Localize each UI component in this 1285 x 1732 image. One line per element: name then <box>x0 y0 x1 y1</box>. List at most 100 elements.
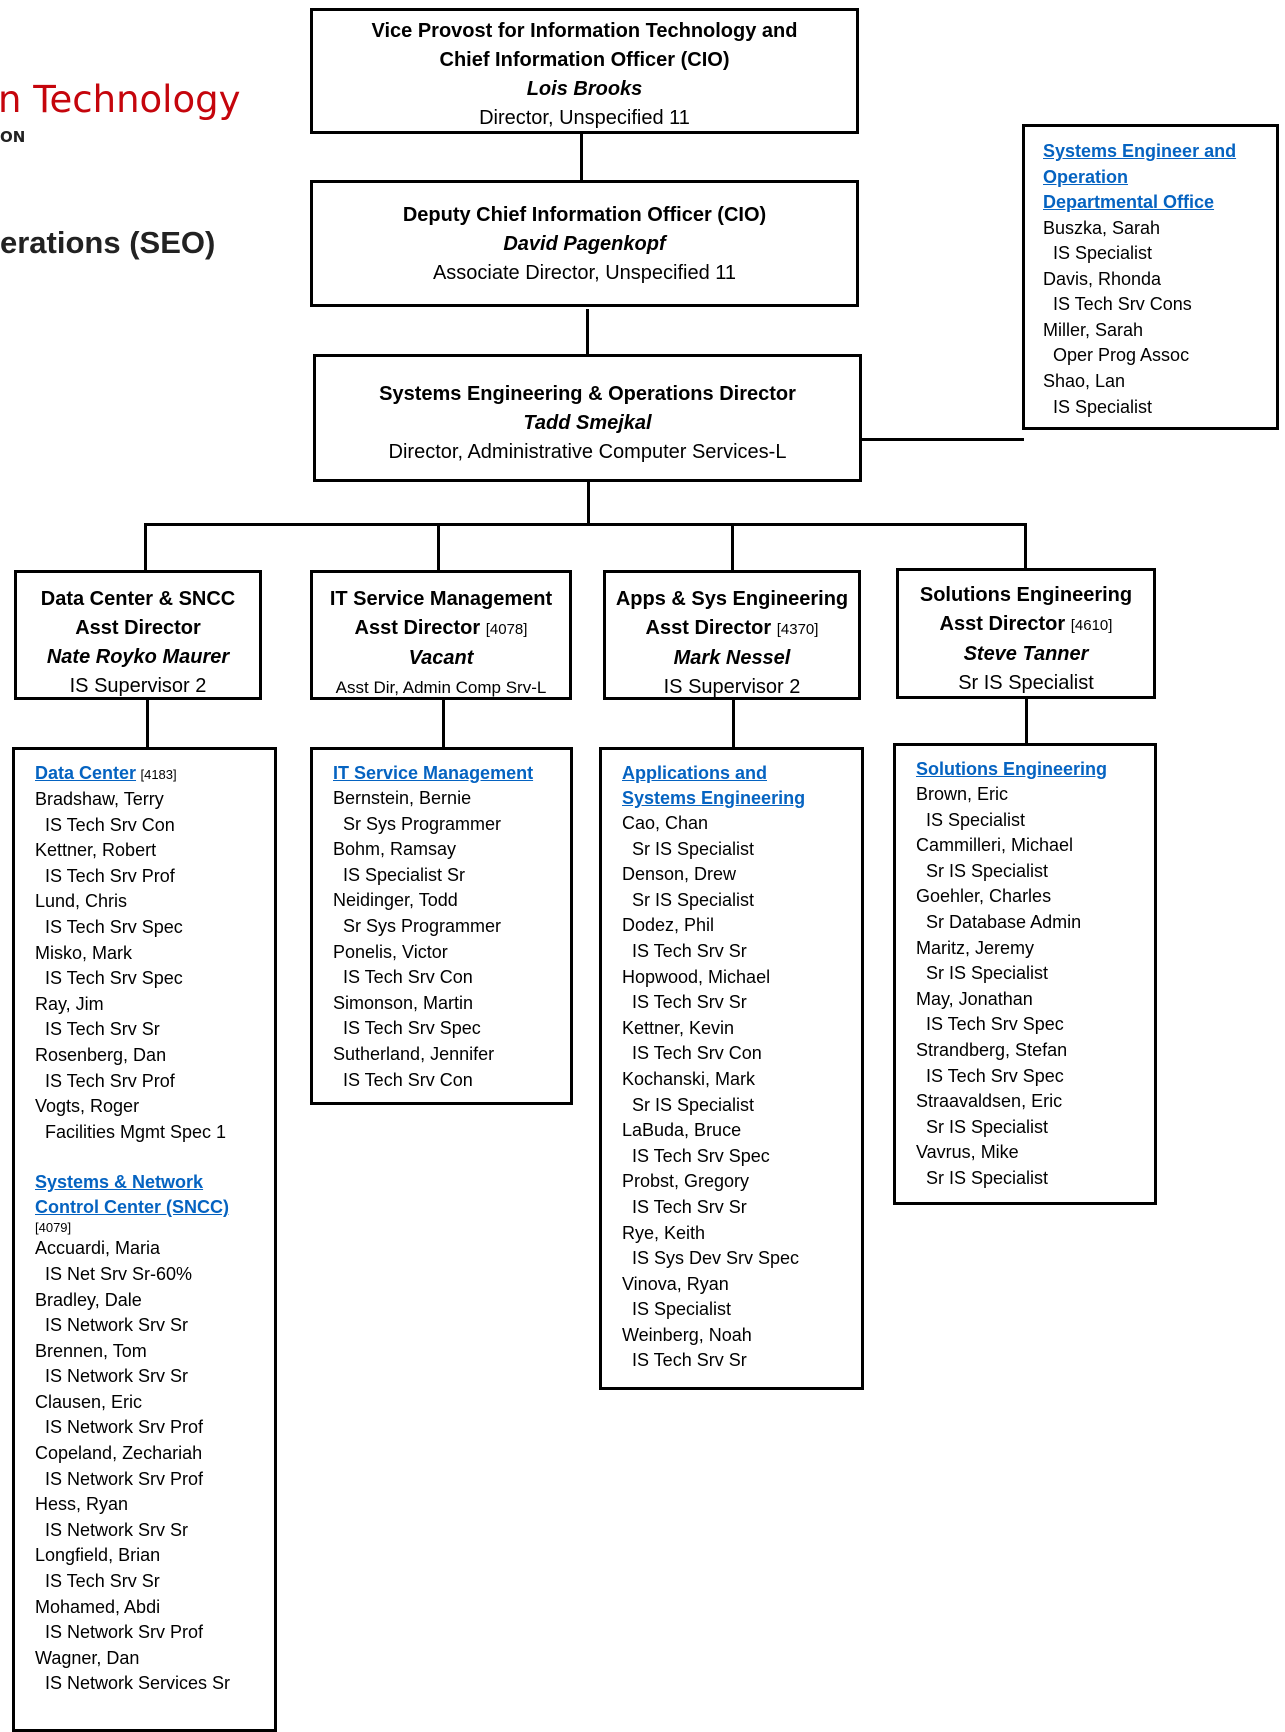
team-subheader-line[interactable]: Systems & Network <box>35 1172 204 1193</box>
person-name: Wagner, Dan <box>35 1647 140 1668</box>
person-name: Cammilleri, Michael <box>916 835 1074 856</box>
manager-role: IS Supervisor 2 <box>69 675 207 697</box>
connector-line <box>1025 697 1028 744</box>
dept-office-header-line[interactable]: Departmental Office <box>1043 192 1215 212</box>
person-role: Sr IS Specialist <box>632 889 755 910</box>
person-name: Bradley, Dale <box>35 1289 142 1310</box>
team-header-link[interactable]: Data Center <box>35 763 137 783</box>
person-role: IS Tech Srv Sr <box>632 940 747 961</box>
connector-line <box>587 480 590 525</box>
team-header-link[interactable]: IT Service Management <box>333 763 534 783</box>
team-subheader-line[interactable]: Control Center (SNCC) <box>35 1197 229 1218</box>
cio-box: Vice Provost for Information Technology … <box>310 8 859 134</box>
person-name: Bradshaw, Terry <box>35 789 164 809</box>
connector-line <box>586 309 589 355</box>
person-role: IS Tech Srv Sr <box>45 1019 160 1040</box>
manager-title: IT Service Management <box>329 588 553 610</box>
person-name: Goehler, Charles <box>916 886 1052 907</box>
manager-role: Sr IS Specialist <box>958 672 1094 694</box>
team-code: [4183] <box>140 767 177 782</box>
connector-line <box>855 438 1024 441</box>
person-name: Weinberg, Noah <box>622 1324 752 1345</box>
dept-office-header-line[interactable]: Systems Engineer and <box>1043 141 1237 161</box>
person-name: Strandberg, Stefan <box>916 1039 1068 1060</box>
person-name: LaBuda, Bruce <box>622 1120 742 1141</box>
manager-name: Nate Royko Maurer <box>46 646 230 668</box>
team-subcode: [4079] <box>35 1220 72 1236</box>
person-role: IS Tech Srv Spec <box>926 1014 1064 1035</box>
person-name: Neidinger, Todd <box>333 890 458 911</box>
person-name: Clausen, Eric <box>35 1391 143 1412</box>
manager-title: Solutions Engineering <box>919 584 1133 606</box>
person-role: IS Network Srv Prof <box>45 1622 204 1643</box>
person-role: IS Tech Srv Cons <box>1053 294 1192 315</box>
person-role: IS Specialist <box>1053 243 1153 264</box>
team-header-line[interactable]: Systems Engineering <box>622 788 806 808</box>
person-name: Kettner, Kevin <box>622 1017 735 1038</box>
person-name: Copeland, Zechariah <box>35 1443 203 1464</box>
person-name: Buszka, Sarah <box>1043 217 1161 238</box>
team-header-line[interactable]: Applications and <box>622 763 768 783</box>
person-role: IS Tech Srv Spec <box>45 968 183 989</box>
person-name: Vavrus, Mike <box>916 1142 1019 1163</box>
connector-line <box>437 523 440 572</box>
person-name: Bernstein, Bernie <box>333 788 472 808</box>
person-name: Straavaldsen, Eric <box>916 1091 1063 1112</box>
person-name: Accuardi, Maria <box>35 1238 161 1259</box>
person-role: IS Network Srv Prof <box>45 1468 204 1489</box>
person-name: Kochanski, Mark <box>622 1068 756 1089</box>
person-role: IS Tech Srv Sr <box>632 1350 747 1371</box>
person-name: Brennen, Tom <box>35 1340 147 1361</box>
cio-title-1: Vice Provost for Information Technology … <box>371 20 798 42</box>
person-role: IS Tech Srv Spec <box>632 1145 770 1166</box>
person-role: IS Network Srv Prof <box>45 1417 204 1438</box>
connector-line <box>144 523 1027 526</box>
connector-line <box>580 131 583 181</box>
connector-line <box>732 699 735 747</box>
logo-subline: ON <box>0 128 26 146</box>
manager-subtitle: Asst Director [4370] <box>606 614 858 644</box>
manager-code: [4370] <box>776 621 819 638</box>
person-name: Vogts, Roger <box>35 1096 140 1117</box>
person-name: Dodez, Phil <box>622 915 715 936</box>
person-role: Oper Prog Assoc <box>1053 345 1190 366</box>
connector-line <box>146 699 149 747</box>
person-name: Lund, Chris <box>35 891 128 912</box>
team-header-link[interactable]: Applications and Systems Engineering <box>622 761 861 811</box>
person-role: Sr IS Specialist <box>632 1094 755 1115</box>
director-role: Director, Administrative Computer Servic… <box>388 441 787 463</box>
logo-title: n Technology <box>0 78 241 121</box>
deputy-name: David Pagenkopf <box>503 233 666 255</box>
person-role: IS Tech Srv Sr <box>632 1196 747 1217</box>
person-name: Davis, Rhonda <box>1043 268 1162 289</box>
manager-subtitle-text: Asst Director <box>939 613 1066 635</box>
team-subheader-link[interactable]: Systems & Network Control Center (SNCC) <box>35 1170 274 1220</box>
person-name: Shao, Lan <box>1043 371 1126 392</box>
person-name: Rye, Keith <box>622 1222 706 1243</box>
manager-subtitle: Asst Director [4078] <box>313 614 569 644</box>
person-name: Vinova, Ryan <box>622 1273 729 1294</box>
person-role: IS Network Services Sr <box>45 1673 231 1694</box>
connector-line <box>1024 523 1027 569</box>
dept-office-header-line[interactable]: Operation <box>1043 166 1129 187</box>
person-role: IS Tech Srv Prof <box>45 1070 175 1091</box>
person-name: May, Jonathan <box>916 988 1033 1009</box>
person-role: Sr Sys Programmer <box>343 813 502 834</box>
connector-line <box>144 523 147 572</box>
person-name: Maritz, Jeremy <box>916 937 1035 958</box>
person-role: IS Tech Srv Sr <box>45 1571 160 1592</box>
deputy-role: Associate Director, Unspecified 11 <box>432 262 737 284</box>
manager-box-it-service: IT Service Management Asst Director [407… <box>310 570 572 700</box>
person-name: Brown, Eric <box>916 784 1009 804</box>
manager-box-apps-sys: Apps & Sys Engineering Asst Director [43… <box>603 570 861 700</box>
person-name: Longfield, Brian <box>35 1545 161 1566</box>
manager-code: [4078] <box>485 621 528 638</box>
team-header-link[interactable]: Solutions Engineering <box>916 759 1108 779</box>
dept-office-header[interactable]: Systems Engineer and Operation Departmen… <box>1043 139 1276 216</box>
person-role: IS Specialist Sr <box>343 864 466 885</box>
